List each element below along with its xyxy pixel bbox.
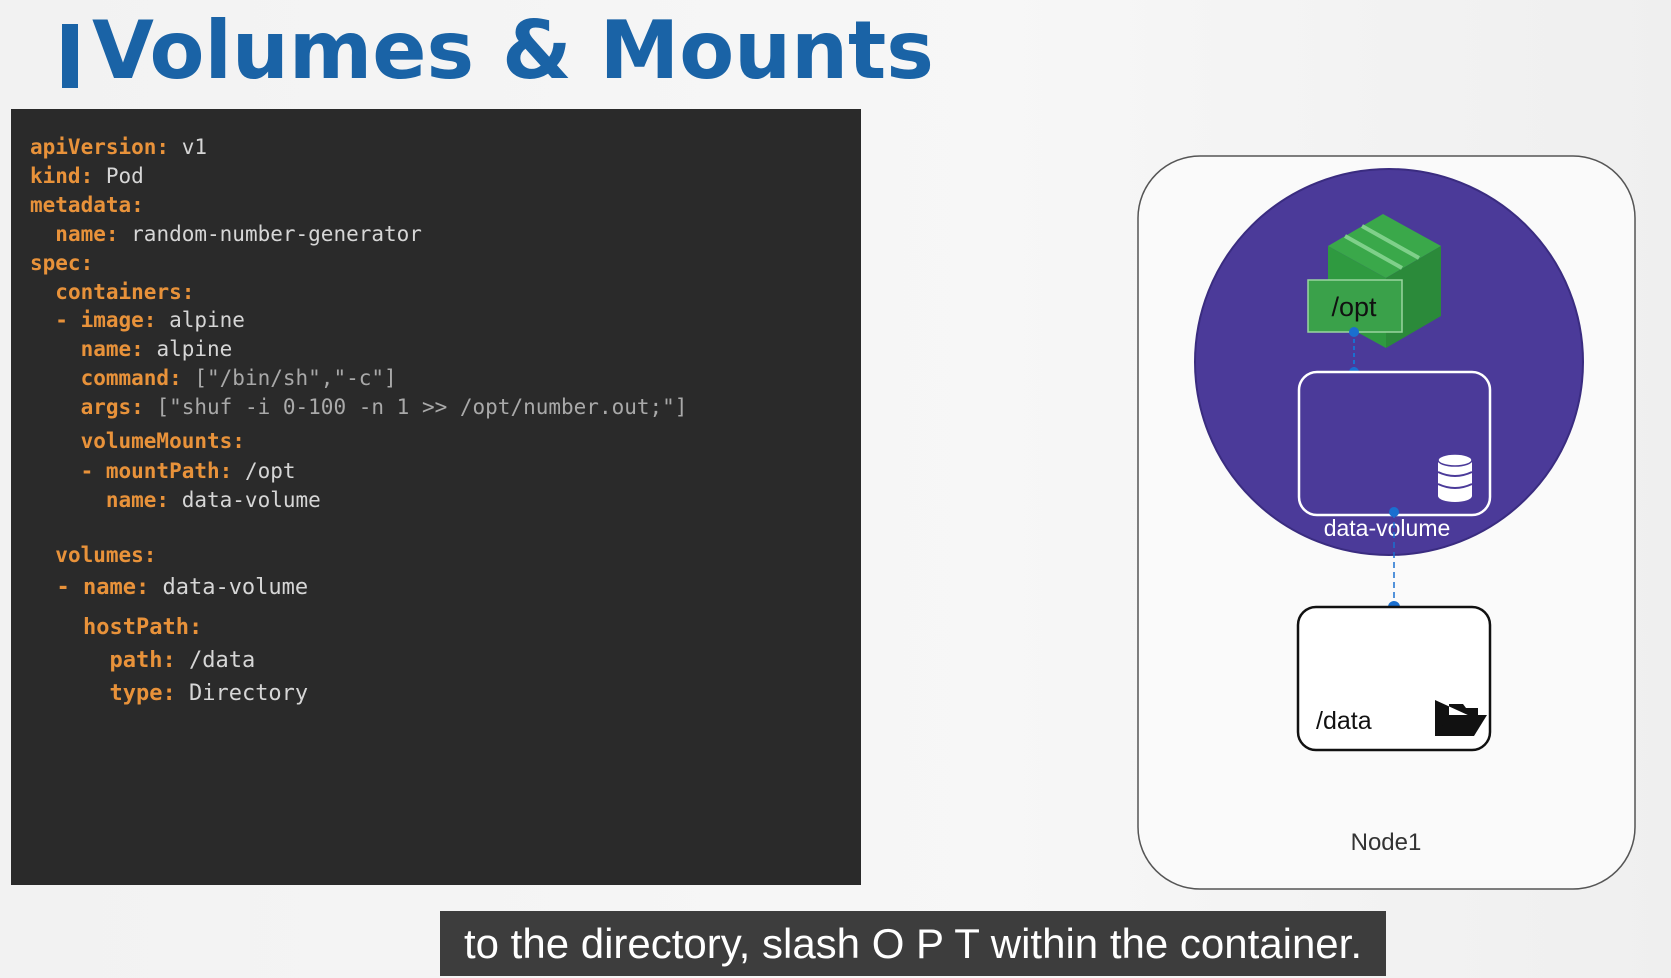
code-key: image: bbox=[80, 308, 157, 332]
code-key: volumes: bbox=[55, 543, 157, 567]
yaml-code-panel bbox=[11, 109, 861, 885]
code-key: mountPath: bbox=[105, 459, 233, 483]
mount-path-label: /opt bbox=[1331, 292, 1377, 322]
code-line: type: Directory bbox=[30, 683, 308, 705]
code-line: name: random-number-generator bbox=[30, 224, 422, 245]
code-key: name: bbox=[80, 337, 144, 361]
code-key: name: bbox=[82, 575, 150, 600]
node-label: Node1 bbox=[1351, 829, 1422, 856]
code-line: - name: data-volume bbox=[30, 577, 308, 599]
code-value: Directory bbox=[175, 681, 309, 706]
code-line: name: data-volume bbox=[30, 490, 321, 511]
code-indent: - bbox=[30, 575, 83, 600]
code-key: volumeMounts: bbox=[80, 429, 245, 453]
slide-title-block: Volumes & Mounts bbox=[62, 6, 934, 96]
code-key: path: bbox=[109, 648, 176, 673]
code-line: args: ["shuf -i 0-100 -n 1 >> /opt/numbe… bbox=[30, 395, 688, 419]
code-line: metadata: bbox=[30, 195, 144, 216]
code-key: name: bbox=[105, 488, 170, 512]
code-value: /data bbox=[175, 648, 256, 673]
code-key: containers: bbox=[55, 280, 195, 304]
database-icon bbox=[1437, 453, 1473, 502]
code-key: metadata: bbox=[30, 193, 144, 217]
code-key: command: bbox=[80, 366, 182, 390]
code-key: type: bbox=[109, 681, 176, 706]
code-value: alpine bbox=[143, 337, 233, 361]
code-line: - mountPath: /opt bbox=[30, 461, 296, 482]
code-value: data-volume bbox=[169, 488, 321, 512]
slide-title: Volumes & Mounts bbox=[92, 4, 934, 97]
mount-connector-dot-top bbox=[1349, 327, 1359, 337]
code-line: path: /data bbox=[30, 650, 255, 672]
code-key: hostPath: bbox=[82, 615, 203, 640]
mount-path-box bbox=[1307, 279, 1403, 333]
title-accent-bar bbox=[62, 24, 78, 88]
code-value: alpine bbox=[156, 308, 245, 332]
code-value: random-number-generator bbox=[118, 222, 422, 246]
code-line: volumes: bbox=[30, 545, 156, 566]
code-line: spec: bbox=[30, 253, 93, 274]
code-line: apiVersion: v1 bbox=[30, 137, 207, 158]
code-line: command: ["/bin/sh","-c"] bbox=[30, 368, 397, 389]
code-value: Pod bbox=[93, 164, 144, 188]
code-key: args: bbox=[80, 395, 144, 419]
code-key: name: bbox=[55, 222, 119, 246]
code-value: ["shuf -i 0-100 -n 1 >> /opt/number.out;… bbox=[143, 395, 688, 419]
code-line: containers: bbox=[30, 282, 194, 303]
code-key: kind: bbox=[30, 164, 94, 188]
hostpath-connector-dot-top bbox=[1389, 507, 1399, 517]
code-value: /opt bbox=[232, 459, 296, 483]
code-value: v1 bbox=[169, 135, 208, 159]
code-line: volumeMounts: bbox=[30, 431, 245, 452]
caption-subtitle: to the directory, slash O P T within the… bbox=[440, 911, 1386, 976]
code-line: name: alpine bbox=[30, 337, 233, 361]
code-line: kind: Pod bbox=[30, 166, 144, 187]
code-value: data-volume bbox=[149, 575, 309, 600]
host-directory-label: /data bbox=[1316, 707, 1372, 735]
code-line: hostPath: bbox=[30, 617, 202, 639]
code-indent: - bbox=[30, 459, 106, 483]
volume-name-label: data-volume bbox=[1324, 515, 1451, 541]
code-indent: - bbox=[30, 308, 81, 332]
code-line: - image: alpine bbox=[30, 310, 245, 331]
code-value: ["/bin/sh","-c"] bbox=[181, 366, 397, 390]
folder-open-icon bbox=[1435, 699, 1487, 736]
code-key: spec: bbox=[30, 251, 94, 275]
code-key: apiVersion: bbox=[30, 135, 170, 159]
